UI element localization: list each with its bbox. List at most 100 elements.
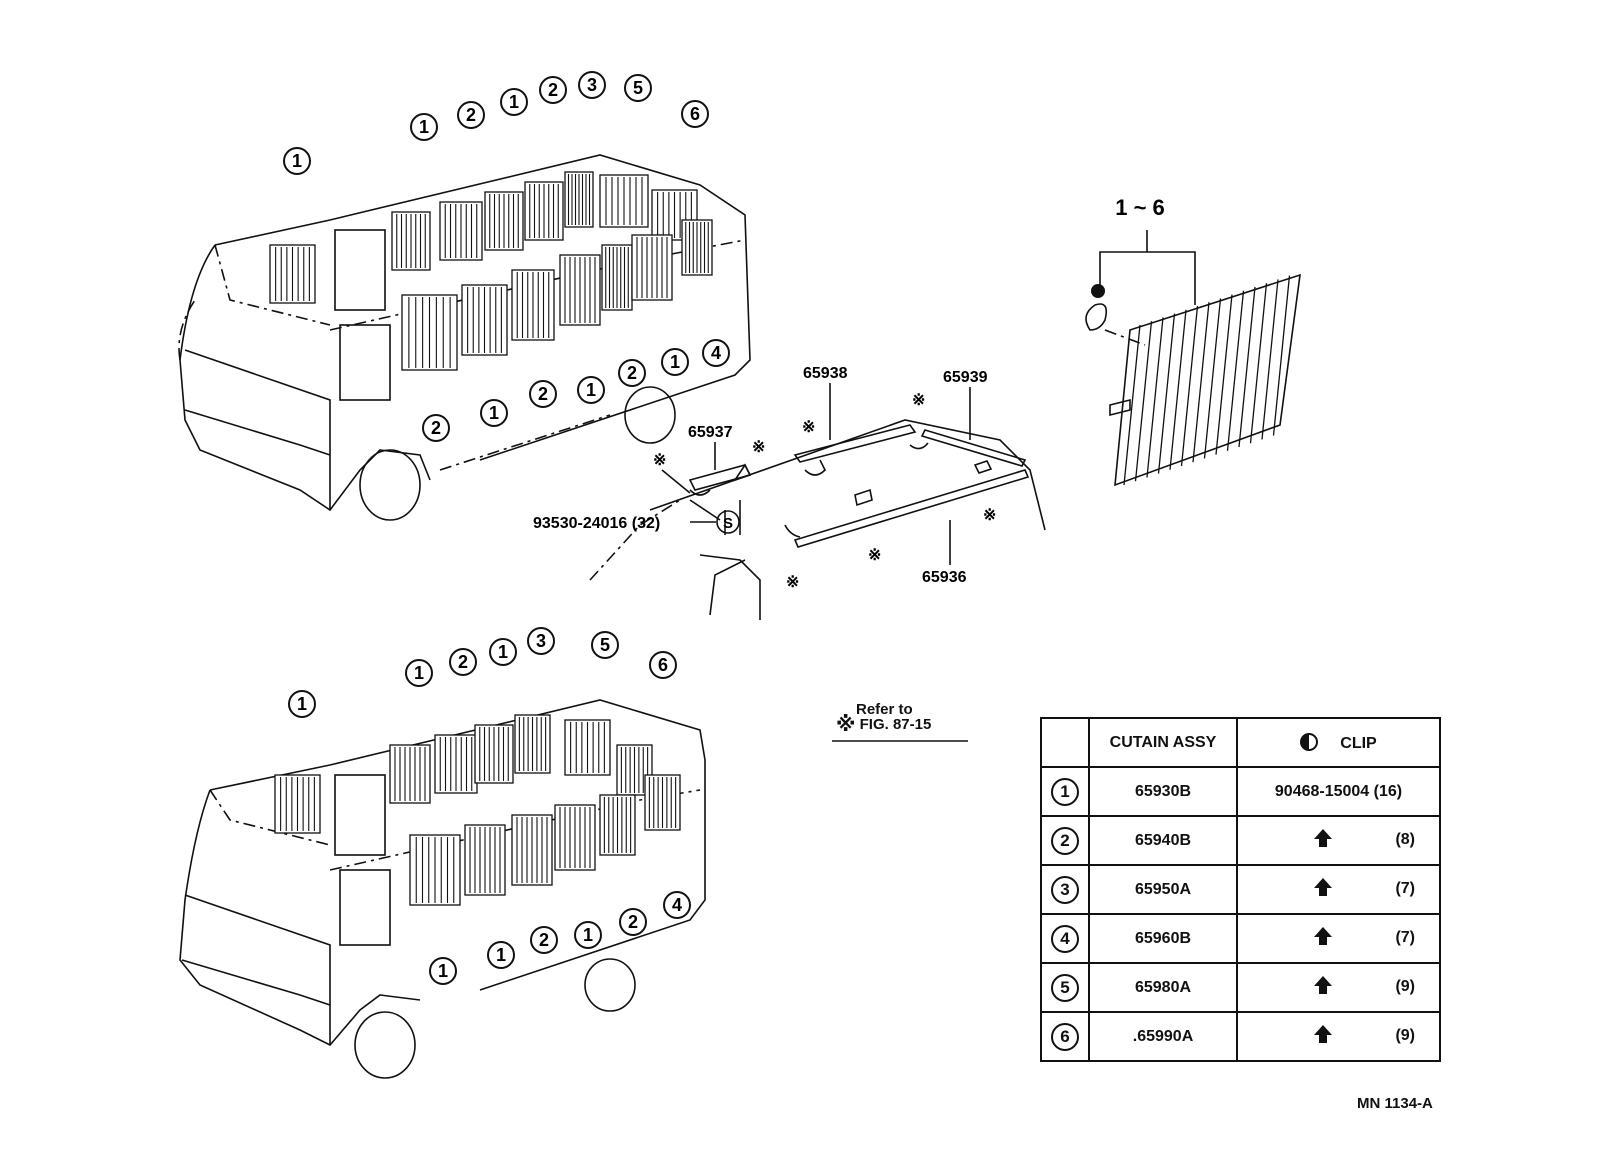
upper-bus-drawing [178,154,751,521]
curtain-panel [511,269,555,341]
row-key-cell: 3 [1040,864,1090,915]
callout-number: 2 [458,652,468,672]
bracket [854,488,873,507]
clip-cell: 90468-15004 (16) [1236,766,1441,817]
curtain-panel [434,734,478,794]
curtain-detail: 1 ~ 6 [1085,195,1301,487]
callout-1: 1 [410,113,438,141]
callout-1: 1 [429,957,457,985]
callout-1: 1 [288,690,316,718]
callout-number: 4 [711,343,721,363]
row-key: 1 [1051,777,1079,806]
row-key-cell: 5 [1040,962,1090,1013]
curtain-panel [564,719,611,776]
curtain-panel [616,744,653,796]
ref-mark: ※ [983,507,996,524]
clip-cell: (7) [1236,913,1441,964]
curtain-panel [401,294,458,371]
clip-quantity: (7) [1395,880,1415,897]
figure-reference: FIG. 87-15 [859,716,932,733]
callout-1: 1 [489,638,517,666]
callout-number: 2 [548,80,558,100]
refer-to-note: Refer to ※ FIG. 87-15 [836,702,932,735]
callout-1: 1 [500,88,528,116]
header-clip: CLIP [1236,717,1441,768]
callout-2: 2 [529,380,557,408]
part-number: 65950A [1088,864,1238,915]
part-number-65937: 65937 [688,424,733,441]
callout-number: 3 [587,75,597,95]
bracket [909,442,929,450]
callout-1: 1 [480,399,508,427]
ref-mark: ※ [868,547,881,564]
callout-2: 2 [539,76,567,104]
part-number-65936: 65936 [922,569,967,586]
figure-code: MN 1134-A [1357,1095,1433,1112]
header-key [1040,717,1090,768]
screw-part-number: 93530-24016 (32) [533,515,660,532]
clip-cell: (9) [1236,1011,1441,1062]
callout-number: 1 [297,694,307,714]
curtain-panel [389,744,431,804]
clip-cell: (9) [1236,962,1441,1013]
curtain-panel [391,211,431,271]
callout-number: 6 [658,655,668,675]
clip-cell: (7) [1236,864,1441,915]
part-number: .65990A [1088,1011,1238,1062]
bracket [804,459,826,476]
bracket [973,460,993,474]
callout-5: 5 [591,631,619,659]
callout-number: 1 [292,151,302,171]
callout-3: 3 [527,627,555,655]
curtain-panel [651,189,698,241]
callout-1: 1 [577,376,605,404]
curtain-panel [474,724,514,784]
table-header-row: CUTAIN ASSY CLIP [1040,717,1441,768]
curtain-panel [511,814,553,886]
callout-number: 1 [414,663,424,683]
ref-mark: ※ [912,392,925,409]
part-number: 65980A [1088,962,1238,1013]
clip-quantity: (8) [1395,831,1415,848]
curtain-panel [559,254,601,326]
rail-65939 [920,429,1027,467]
callout-2: 2 [449,648,477,676]
curtain-panel [554,804,596,871]
row-key: 5 [1051,973,1079,1002]
callout-6: 6 [649,651,677,679]
curtain-panel [599,794,636,856]
roof-rail-detail: S 93530-24016 (32) 65937 65938 65939 659… [533,365,1046,620]
callout-number: 2 [539,930,549,950]
ref-mark: ※ [786,574,799,591]
screw-symbol [716,510,740,534]
callout-number: 2 [466,105,476,125]
lower-bus-drawing [179,699,706,1079]
curtain-panel [409,834,461,906]
part-number: 65940B [1088,815,1238,866]
callout-number: 4 [672,895,682,915]
callout-number: 1 [438,961,448,981]
curtain-panel [681,219,713,276]
callout-number: 2 [538,384,548,404]
curtain-panel [439,201,483,261]
callout-2: 2 [618,359,646,387]
callout-1: 1 [574,921,602,949]
half-circle-clip-icon [1091,284,1105,298]
same-as-above-arrow-icon [1314,878,1332,896]
clip-icon [1085,303,1108,331]
table-row: 5 65980A(9) [1040,962,1441,1013]
clip-quantity: (9) [1395,1027,1415,1044]
callout-5: 5 [624,74,652,102]
curtain-panel [599,174,649,228]
clip-part-number: 90468-15004 (16) [1274,782,1403,800]
callout-4: 4 [663,891,691,919]
part-number: 65960B [1088,913,1238,964]
callout-number: 2 [431,418,441,438]
bracket [784,524,801,538]
callout-number: 6 [690,104,700,124]
callout-number: 1 [498,642,508,662]
